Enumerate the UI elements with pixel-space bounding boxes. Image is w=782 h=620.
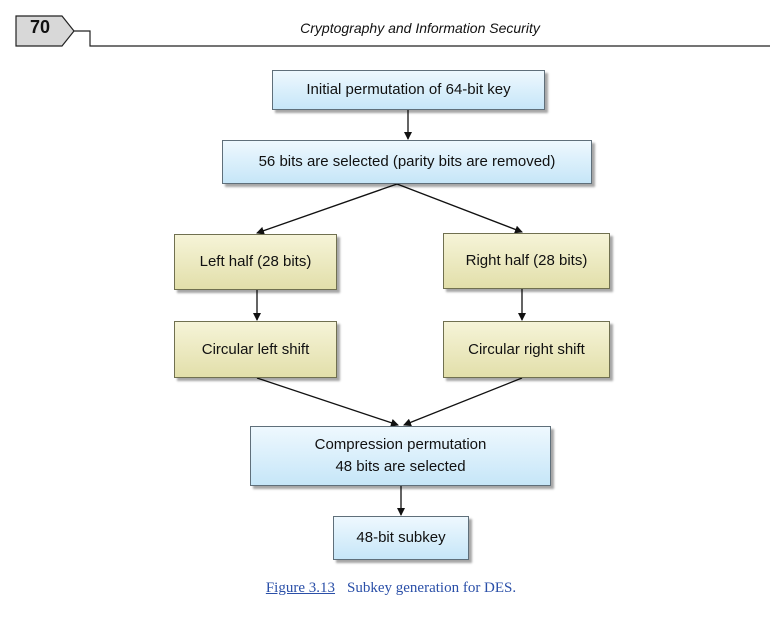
compression-label-line1: Compression permutation [314,436,487,454]
circular-right-shift-box: Circular right shift [443,321,610,378]
circular-left-shift-box: Circular left shift [174,321,337,378]
compression-permutation-box: Compression permutation 48 bits are sele… [250,426,551,486]
right-half-label: Right half (28 bits) [465,252,588,270]
right-half-box: Right half (28 bits) [443,233,610,289]
figure-label-link[interactable]: Figure 3.13 [265,580,336,596]
left-half-box: Left half (28 bits) [174,234,337,290]
bit-selection-box: 56 bits are selected (parity bits are re… [222,140,592,184]
compression-label-line2: 48 bits are selected [335,458,466,475]
figure-caption-text: Subkey generation for DES. [347,580,517,596]
arrow-crs-to-comp [403,377,523,427]
page-number: 70 [29,17,51,37]
initial-permutation-label: Initial permutation of 64-bit key [306,81,511,99]
page-number-tab [15,15,770,47]
arrow-cls-to-comp [256,377,399,427]
subkey-label: 48-bit subkey [356,529,446,547]
subkey-box: 48-bit subkey [333,516,469,560]
running-head: Cryptography and Information Security [300,20,540,36]
initial-permutation-box: Initial permutation of 64-bit key [272,70,545,110]
figure-caption: Figure 3.13 Subkey generation for DES. [0,580,782,597]
circular-left-shift-label: Circular left shift [201,340,310,358]
left-half-label: Left half (28 bits) [199,253,312,271]
circular-right-shift-label: Circular right shift [468,340,585,358]
arrow-select-to-left [256,183,398,235]
bit-selection-label: 56 bits are selected (parity bits are re… [258,153,556,171]
arrow-select-to-right [396,183,523,234]
